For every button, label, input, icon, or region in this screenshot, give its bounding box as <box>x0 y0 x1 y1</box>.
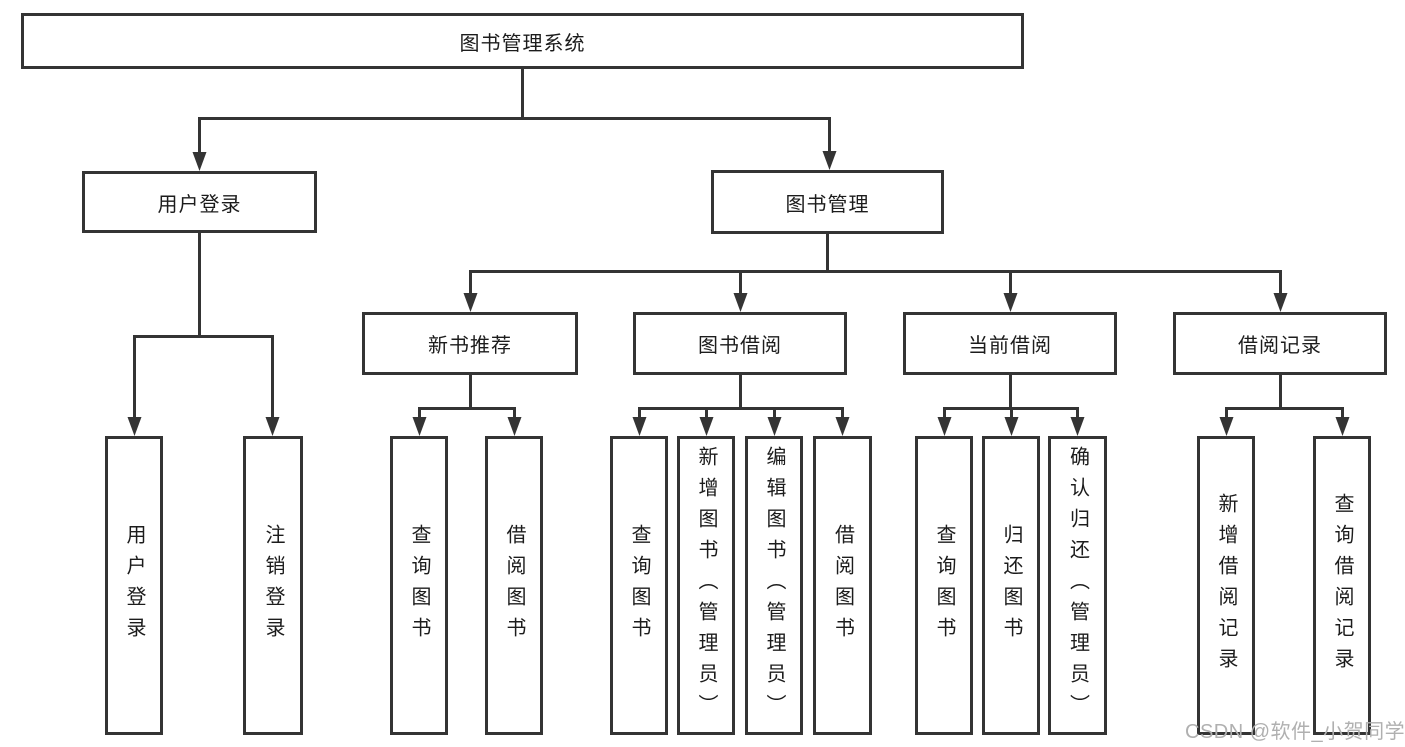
node-leaf-confirm-return-admin: 确认归还（管理员） <box>1048 436 1107 735</box>
node-label: 用户登录 <box>157 193 242 216</box>
node-label: 确认归还（管理员） <box>1066 446 1089 725</box>
node-label: 新书推荐 <box>428 335 512 357</box>
node-label: 查询借阅记录 <box>1331 492 1353 679</box>
node-label: 用户登录 <box>123 523 145 648</box>
node-book-management-system: 图书管理系统 <box>21 13 1024 69</box>
node-borrowing-records: 借阅记录 <box>1173 312 1387 375</box>
node-leaf-query-books-current: 查询图书 <box>915 436 973 735</box>
node-label: 新增图书（管理员） <box>695 446 717 725</box>
node-label: 图书管理 <box>785 193 870 216</box>
node-user-login-branch: 用户登录 <box>82 171 317 233</box>
node-leaf-query-borrow-record: 查询借阅记录 <box>1313 436 1371 735</box>
node-leaf-user-login: 用户登录 <box>105 436 163 735</box>
watermark: CSDN @软件_小贺同学 <box>1185 721 1405 743</box>
node-label: 借阅图书 <box>831 523 854 648</box>
arrowhead-group <box>127 151 1350 436</box>
node-leaf-borrow-books-borrowing: 借阅图书 <box>813 436 872 735</box>
node-label: 查询图书 <box>408 523 430 648</box>
node-label: 注销登录 <box>262 523 284 648</box>
node-label: 编辑图书（管理员） <box>763 446 785 725</box>
node-leaf-edit-books-admin: 编辑图书（管理员） <box>745 436 803 735</box>
node-leaf-query-books-borrowing: 查询图书 <box>610 436 668 735</box>
node-label: 借阅记录 <box>1238 335 1322 357</box>
node-book-management-branch: 图书管理 <box>711 170 944 234</box>
node-new-book-recommend: 新书推荐 <box>362 312 578 375</box>
node-label: 图书借阅 <box>698 335 782 357</box>
node-leaf-add-borrow-record: 新增借阅记录 <box>1197 436 1255 735</box>
node-leaf-return-books: 归还图书 <box>982 436 1040 735</box>
node-leaf-add-books-admin: 新增图书（管理员） <box>677 436 735 735</box>
node-label: 归还图书 <box>1000 523 1022 648</box>
node-leaf-borrow-books-recommend: 借阅图书 <box>485 436 543 735</box>
node-label: 当前借阅 <box>968 335 1052 357</box>
node-leaf-query-books-recommend: 查询图书 <box>390 436 448 735</box>
node-label: 查询图书 <box>933 523 955 648</box>
node-label: 查询图书 <box>628 523 650 648</box>
node-label: 图书管理系统 <box>459 32 586 55</box>
node-label: 借阅图书 <box>503 523 525 648</box>
node-label: 新增借阅记录 <box>1215 492 1237 679</box>
node-book-borrowing: 图书借阅 <box>633 312 847 375</box>
node-leaf-logout-login: 注销登录 <box>243 436 303 735</box>
node-current-borrowing: 当前借阅 <box>903 312 1117 375</box>
